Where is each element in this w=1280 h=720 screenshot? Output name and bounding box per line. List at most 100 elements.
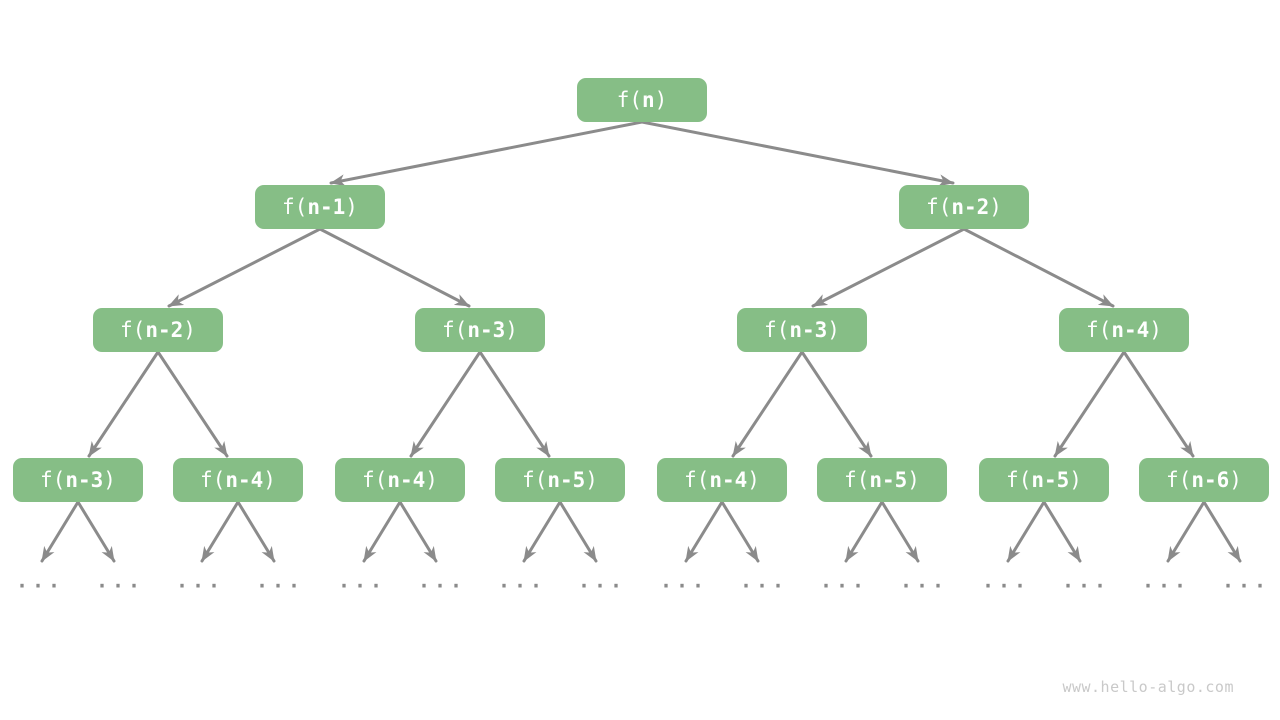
ellipsis-leaf: ... (739, 568, 789, 593)
edge-arrow (76, 500, 116, 563)
ellipsis-leaf: ... (337, 568, 387, 593)
node-label-arg: n-3 (789, 317, 828, 342)
edge-arrow (156, 350, 229, 458)
edge-arrow (167, 227, 322, 308)
node-label-arg: n-6 (1191, 467, 1230, 492)
node-label-pre: f( (1006, 467, 1032, 492)
edge-arrow (800, 350, 873, 458)
node-label-post: ) (103, 467, 116, 492)
tree-node-l2-1: f(n-2) (93, 308, 223, 352)
ellipsis-leaf: ... (659, 568, 709, 593)
node-label-post: ) (263, 467, 276, 492)
node-label-pre: f( (1086, 317, 1112, 342)
edge-arrow (1042, 500, 1082, 563)
node-label-post: ) (425, 467, 438, 492)
ellipsis-leaf: ... (981, 568, 1031, 593)
tree-node-l3-3: f(n-4) (335, 458, 465, 502)
node-label-arg: n-4 (709, 467, 748, 492)
ellipsis-leaf: ... (15, 568, 65, 593)
node-label-pre: f( (616, 87, 642, 112)
watermark-text: www.hello-algo.com (1062, 678, 1234, 696)
edge-arrow (1053, 350, 1126, 458)
edge-arrow (558, 500, 598, 563)
ellipsis-leaf: ... (1141, 568, 1191, 593)
node-label-pre: f( (1166, 467, 1192, 492)
node-label-arg: n-3 (65, 467, 104, 492)
node-label-post: ) (989, 194, 1002, 219)
node-label-pre: f( (40, 467, 66, 492)
tree-node-l3-2: f(n-4) (173, 458, 303, 502)
node-label-pre: f( (362, 467, 388, 492)
edge-arrow (200, 500, 240, 563)
edge-arrow (1122, 350, 1195, 458)
tree-node-root: f(n) (577, 78, 707, 122)
edge-arrow (811, 227, 966, 308)
edge-arrow (720, 500, 760, 563)
node-label-arg: n-2 (951, 194, 990, 219)
node-label-arg: n-5 (869, 467, 908, 492)
node-label-arg: n-3 (467, 317, 506, 342)
node-label-post: ) (907, 467, 920, 492)
node-label-pre: f( (684, 467, 710, 492)
edge-arrow (731, 350, 804, 458)
edge-arrow (522, 500, 562, 563)
edge-arrow (318, 227, 471, 308)
node-label-post: ) (1229, 467, 1242, 492)
node-label-post: ) (654, 87, 668, 112)
ellipsis-leaf: ... (819, 568, 869, 593)
node-label-arg: n-4 (1111, 317, 1150, 342)
edge-arrow (1166, 500, 1206, 563)
edge-arrow (684, 500, 724, 563)
ellipsis-leaf: ... (175, 568, 225, 593)
ellipsis-leaf: ... (1221, 568, 1271, 593)
edge-arrow (844, 500, 884, 563)
node-label-pre: f( (200, 467, 226, 492)
node-label-post: ) (747, 467, 760, 492)
node-label-post: ) (827, 317, 840, 342)
edge-arrow (880, 500, 920, 563)
edge-arrow (87, 350, 160, 458)
ellipsis-leaf: ... (899, 568, 949, 593)
node-label-arg: n-5 (1031, 467, 1070, 492)
edge-arrow (362, 500, 402, 563)
edge-arrow (398, 500, 438, 563)
node-label-pre: f( (764, 317, 790, 342)
node-label-arg: n-4 (387, 467, 426, 492)
node-label-post: ) (505, 317, 518, 342)
ellipsis-leaf: ... (497, 568, 547, 593)
node-label-arg: n (641, 87, 655, 112)
edge-arrow (640, 120, 955, 187)
node-label-pre: f( (442, 317, 468, 342)
node-label-pre: f( (282, 194, 308, 219)
tree-node-l3-6: f(n-5) (817, 458, 947, 502)
edge-arrow (962, 227, 1115, 308)
ellipsis-leaf: ... (95, 568, 145, 593)
tree-node-l1-left: f(n-1) (255, 185, 385, 229)
node-label-arg: n-5 (547, 467, 586, 492)
tree-node-l1-right: f(n-2) (899, 185, 1029, 229)
edge-arrow (236, 500, 276, 563)
tree-node-l2-3: f(n-3) (737, 308, 867, 352)
tree-node-l3-7: f(n-5) (979, 458, 1109, 502)
tree-node-l2-4: f(n-4) (1059, 308, 1189, 352)
node-label-pre: f( (522, 467, 548, 492)
tree-node-l3-4: f(n-5) (495, 458, 625, 502)
node-label-pre: f( (926, 194, 952, 219)
tree-node-l3-5: f(n-4) (657, 458, 787, 502)
node-label-post: ) (585, 467, 598, 492)
ellipsis-leaf: ... (417, 568, 467, 593)
ellipsis-leaf: ... (255, 568, 305, 593)
node-label-pre: f( (844, 467, 870, 492)
node-label-post: ) (1149, 317, 1162, 342)
tree-node-l3-8: f(n-6) (1139, 458, 1269, 502)
node-label-post: ) (345, 194, 358, 219)
node-label-post: ) (183, 317, 196, 342)
node-label-post: ) (1069, 467, 1082, 492)
edge-arrow (478, 350, 551, 458)
tree-node-l3-1: f(n-3) (13, 458, 143, 502)
edge-arrow (1202, 500, 1242, 563)
node-label-arg: n-2 (145, 317, 184, 342)
node-label-pre: f( (120, 317, 146, 342)
